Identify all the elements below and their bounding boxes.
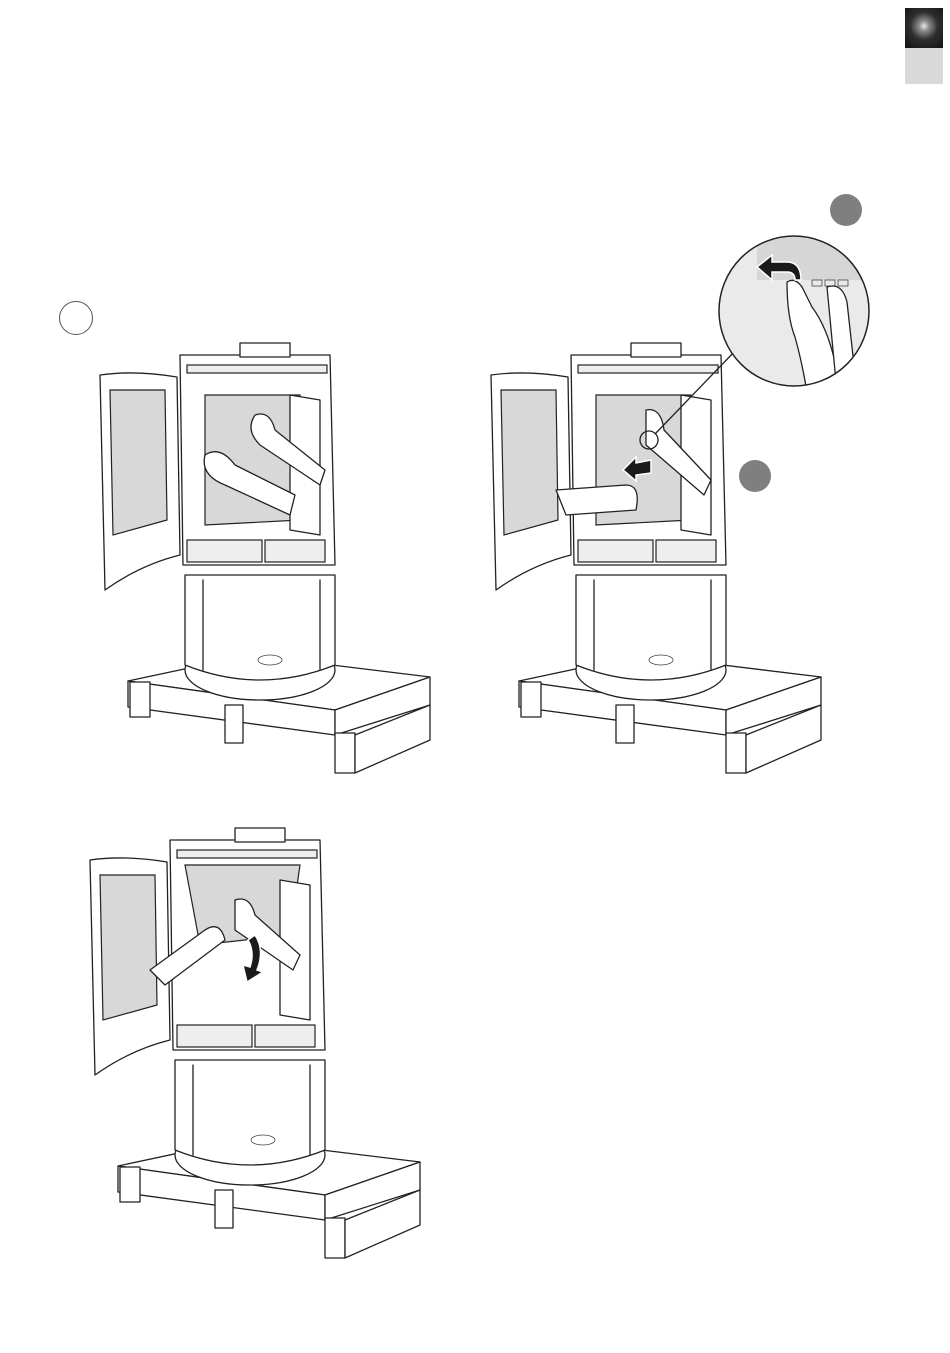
section-tab-light <box>905 48 943 84</box>
stove-base <box>576 575 726 700</box>
section-tab-dark <box>905 8 943 48</box>
step-marker-outline <box>59 301 93 335</box>
stove-base <box>175 1060 325 1185</box>
figure-stove-lower-baffle <box>85 820 430 1265</box>
stove-body <box>571 343 726 565</box>
figure-stove-unclip-panel <box>486 335 831 780</box>
stove-door-open <box>491 373 571 590</box>
figure-stove-insert-panel <box>95 335 440 780</box>
stove-base <box>185 575 335 700</box>
figure-clip-detail <box>717 232 872 392</box>
stove-door-open <box>100 373 180 590</box>
step-marker-filled-detail <box>830 194 862 226</box>
stove-body <box>180 343 335 565</box>
